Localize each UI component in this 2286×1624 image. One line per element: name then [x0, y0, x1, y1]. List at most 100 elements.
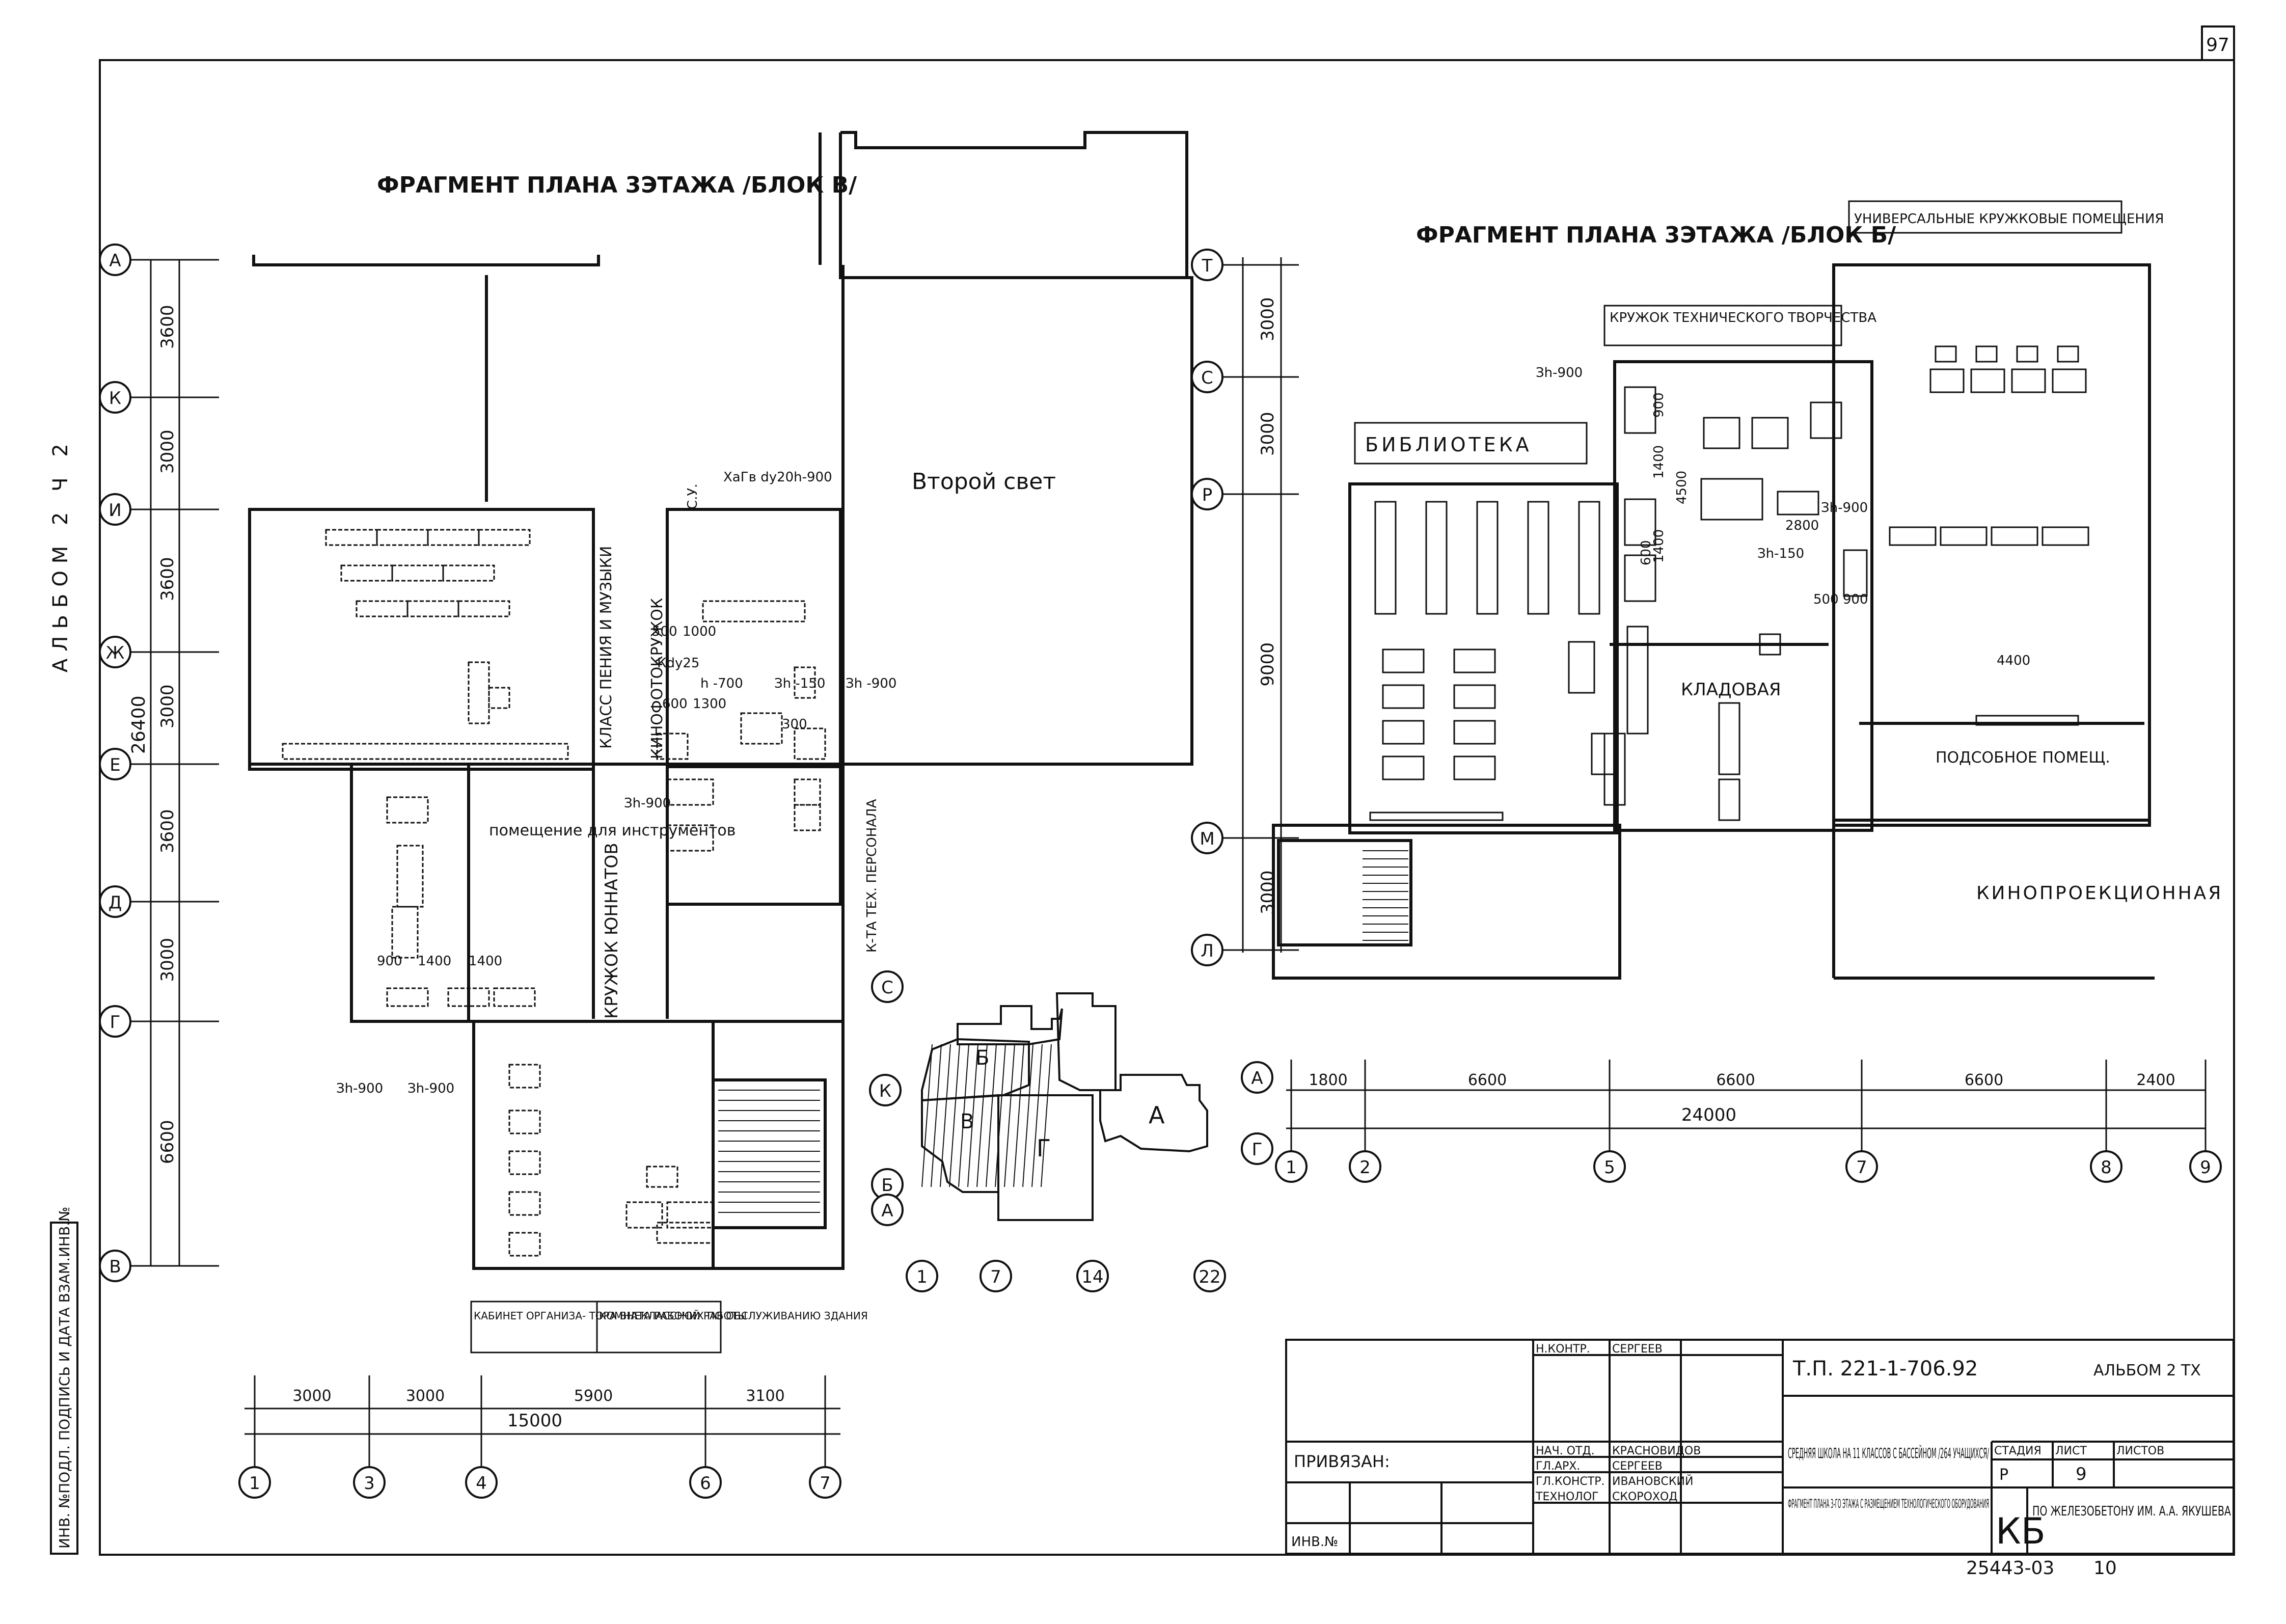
key-block-b: Б [975, 1046, 989, 1070]
key-col-0: 1 [906, 1260, 938, 1292]
furniture-item [386, 796, 429, 824]
furniture-item [2052, 368, 2087, 393]
furniture-item [325, 529, 378, 546]
axis-bubble-3: Ж [99, 636, 131, 668]
side-stamp: ИНВ. №ПОДЛ. ПОДПИСЬ И ДАТА ВЗАМ.ИНВ.№ [50, 1207, 78, 1555]
key-block-g: Г [1037, 1134, 1051, 1162]
stamp-sheets-label: ЛИСТОВ [2116, 1445, 2164, 1457]
furniture-item [1624, 386, 1656, 434]
left-plan-walls [248, 132, 845, 1270]
left-overall-dim: 26400 [128, 695, 149, 754]
note-h700: h -700 [700, 676, 743, 691]
svg-text:УНИВЕРСАЛЬНЫЕ КРУЖКОВЫЕ ПОМЕЩЕ: УНИВЕРСАЛЬНЫЕ КРУЖКОВЫЕ ПОМЕЩЕНИЯ [1854, 211, 2164, 227]
r-col-dim-0: 1800 [1309, 1071, 1347, 1089]
left-furniture [282, 529, 826, 1257]
svg-text:9: 9 [2200, 1157, 2211, 1178]
label-cabinet-org: КАБИНЕТ ОРГАНИЗА- ТОРА ВНЕКЛАССНОЙ РАБОТ… [470, 1301, 868, 1354]
svg-text:2: 2 [1359, 1157, 1371, 1178]
sheet-number: 97 [2206, 35, 2229, 56]
furniture-item [1975, 715, 2079, 726]
svg-text:3: 3 [364, 1473, 375, 1494]
note-d600: 600 [662, 696, 688, 712]
stamp-title: ФРАГМЕНТ ПЛАНА 3-ГО ЭТАЖА С РАЗМЕЩЕНИЕМ … [1788, 1497, 1989, 1511]
row-dim-4: 3600 [157, 809, 178, 853]
stamp-stage: Р [1999, 1466, 2008, 1484]
key-axis-3: А [871, 1194, 904, 1226]
furniture-item [1703, 417, 1740, 449]
note-zh900a: Зh -900 [846, 676, 896, 691]
svg-text:ИНВ. №ПОДЛ. ПОДПИСЬ И ДАТА ВЗА: ИНВ. №ПОДЛ. ПОДПИСЬ И ДАТА ВЗАМ.ИНВ.№ [56, 1207, 73, 1549]
furniture-item [666, 778, 714, 806]
furniture-item [1624, 498, 1656, 546]
svg-text:А: А [109, 251, 121, 271]
furniture-item [1425, 501, 1448, 615]
svg-text:КРУЖОК ТЕХНИЧЕСКОГО ТВОРЧЕСТВА: КРУЖОК ТЕХНИЧЕСКОГО ТВОРЧЕСТВА [1610, 310, 1876, 326]
row-dim-5: 3000 [157, 938, 178, 982]
r-row-dim-1: 3000 [1258, 412, 1278, 456]
note-r-zh150: Зh-150 [1757, 546, 1804, 561]
furniture-item [1453, 684, 1496, 709]
furniture-item [488, 687, 510, 709]
furniture-item [1382, 720, 1425, 745]
furniture-item [508, 1191, 541, 1216]
svg-text:К: К [879, 1081, 891, 1101]
r-col-dim-1: 6600 [1468, 1071, 1507, 1089]
row-dim-3: 3000 [157, 684, 178, 728]
col-bubble-1: 3 [353, 1466, 386, 1499]
note-d1400a: 1400 [418, 954, 451, 969]
r-axis-bubble-2: Р [1191, 478, 1223, 510]
r-col-dim-3: 6600 [1965, 1071, 2003, 1089]
svg-text:Е: Е [110, 755, 120, 775]
furniture-item [391, 906, 419, 959]
key-block-v: В [960, 1110, 974, 1133]
key-col-2: 14 [1076, 1260, 1109, 1292]
note-d500: 500 [652, 624, 677, 639]
furniture-item [1626, 626, 1649, 735]
axis-bubble-2: И [99, 493, 131, 526]
note-r-d500-900: 500 900 [1813, 592, 1868, 607]
svg-text:Д: Д [108, 892, 122, 913]
r-col-bubble-5: 9 [2189, 1150, 2222, 1183]
furniture-item [656, 1222, 714, 1244]
axis-bubble-5: Д [99, 885, 131, 918]
furniture-item [1889, 526, 1937, 546]
furniture-item [376, 529, 429, 546]
furniture-item [386, 987, 429, 1007]
col-bubble-0: 1 [238, 1466, 271, 1499]
furniture-item [1369, 811, 1504, 821]
furniture-item [646, 1166, 678, 1188]
sheet-frame [99, 59, 2235, 1556]
furniture-item [2016, 345, 2038, 363]
key-axis-0: С [871, 970, 904, 1003]
svg-text:А: А [881, 1201, 893, 1221]
r-axis-bubble-1: С [1191, 361, 1223, 393]
room-projection: КИНОПРОЕКЦИОННАЯ [1976, 883, 2223, 904]
svg-text:В: В [109, 1257, 121, 1277]
furniture-item [442, 564, 495, 582]
r-axis-bubble-0: Т [1191, 249, 1223, 281]
stamp-album: АЛЬБОМ 2 ТХ [2093, 1362, 2201, 1379]
svg-text:М: М [1200, 829, 1214, 849]
stamp-code: Т.П. 221-1-706.92 [1792, 1357, 1978, 1381]
furniture-item [447, 987, 490, 1007]
right-stairs [1363, 850, 1408, 941]
room-tech-label: КРУЖОК ТЕХНИЧЕСКОГО ТВОРЧЕСТВА [1603, 305, 1876, 346]
note-d1400b: 1400 [469, 954, 502, 969]
furniture-item [2057, 345, 2079, 363]
axis-bubble-4: Е [99, 748, 131, 780]
note-r-d4400: 4400 [1997, 653, 2030, 668]
svg-text:7: 7 [1856, 1157, 1867, 1178]
note-hg: ХаГв dу20h-900 [723, 470, 832, 485]
furniture-item [1700, 478, 1763, 521]
axis-bubble-1: К [99, 381, 131, 414]
note-kd: Кdу25 [657, 656, 699, 671]
room-library-label: БИБЛИОТЕКА [1354, 422, 1588, 465]
furniture-item [656, 733, 689, 760]
svg-text:И: И [108, 500, 121, 521]
furniture-item [508, 1150, 541, 1175]
